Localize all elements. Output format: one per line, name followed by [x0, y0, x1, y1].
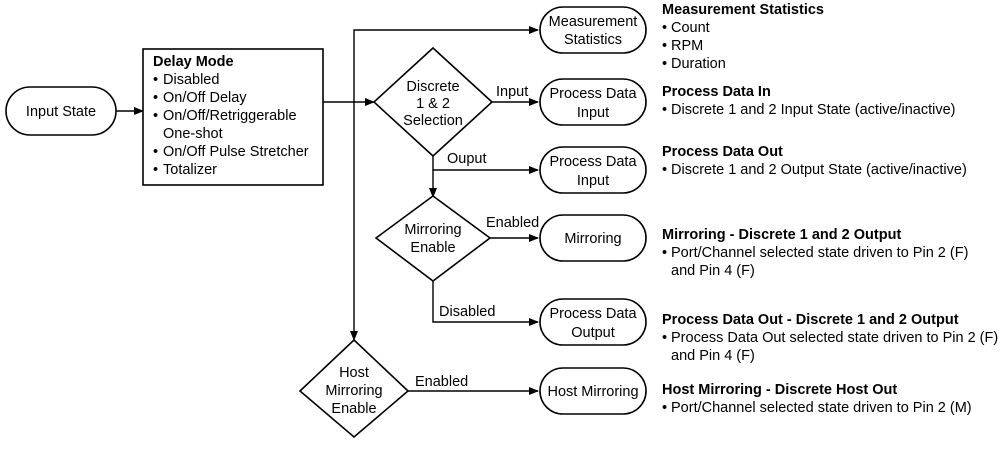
- svg-text:Process Data: Process Data: [549, 86, 637, 102]
- desc-process-data-out-output: Process Data Out - Discrete 1 and 2 Outp…: [662, 311, 998, 365]
- svg-text:Process Data: Process Data: [549, 306, 637, 322]
- node-process-data-input-1: Process Data Input: [539, 78, 647, 126]
- delay-mode-content: Delay Mode Disabled On/Off Delay On/Off/…: [153, 53, 323, 179]
- delay-mode-list: Disabled On/Off Delay On/Off/Retriggerab…: [153, 71, 323, 179]
- desc-mirroring: Mirroring - Discrete 1 and 2 Output Port…: [662, 226, 968, 280]
- svg-text:Input: Input: [577, 105, 609, 121]
- desc-host-mirroring: Host Mirroring - Discrete Host Out Port/…: [662, 381, 972, 417]
- desc-title: Measurement Statistics: [662, 2, 824, 18]
- desc-title: Host Mirroring - Discrete Host Out: [662, 382, 898, 398]
- svg-text:Enable: Enable: [331, 401, 376, 417]
- node-mirroring-enable: Mirroring Enable: [374, 195, 492, 283]
- desc-title: Process Data In: [662, 84, 771, 100]
- svg-text:Selection: Selection: [403, 113, 463, 129]
- desc-title: Process Data Out - Discrete 1 and 2 Outp…: [662, 312, 959, 328]
- desc-item: Port/Channel selected state driven to Pi…: [662, 399, 972, 417]
- desc-list: Port/Channel selected state driven to Pi…: [662, 244, 968, 280]
- edge-label-ouput: Ouput: [447, 151, 487, 167]
- desc-item-continuation: and Pin 4 (F): [671, 263, 755, 279]
- desc-list: Discrete 1 and 2 Output State (active/in…: [662, 161, 967, 179]
- node-measurement-statistics: Measurement Statistics: [539, 6, 647, 54]
- edge-trunk-to-measurement: [353, 26, 539, 102]
- desc-title: Process Data Out: [662, 144, 783, 160]
- edge-label-enabled: Enabled: [486, 215, 539, 231]
- desc-item: Count: [662, 19, 824, 37]
- svg-text:Statistics: Statistics: [564, 32, 622, 48]
- svg-text:Input: Input: [577, 173, 609, 189]
- desc-measurement-statistics: Measurement Statistics Count RPM Duratio…: [662, 1, 824, 73]
- node-process-data-output: Process Data Output: [539, 298, 647, 346]
- node-input-state: Input State: [5, 86, 117, 136]
- node-process-data-input-2: Process Data Input: [539, 146, 647, 194]
- desc-item: Discrete 1 and 2 Input State (active/ina…: [662, 101, 956, 119]
- edge-label-disabled: Disabled: [439, 304, 495, 320]
- node-mirroring: Mirroring: [539, 214, 647, 262]
- desc-item: Duration: [662, 55, 824, 73]
- svg-text:Input State: Input State: [26, 104, 96, 120]
- desc-item-continuation: and Pin 4 (F): [671, 348, 755, 364]
- edge-mirroring-enable-to-pdo: [432, 281, 539, 326]
- delay-mode-item-continuation: One-shot: [163, 126, 223, 142]
- desc-list: Process Data Out selected state driven t…: [662, 329, 998, 365]
- node-discrete-selection: Discrete 1 & 2 Selection: [372, 46, 494, 158]
- node-host-mirroring-enable: Host Mirroring Enable: [298, 338, 410, 439]
- delay-mode-item: Totalizer: [153, 161, 323, 179]
- svg-text:Mirroring: Mirroring: [404, 222, 461, 238]
- desc-list: Port/Channel selected state driven to Pi…: [662, 399, 972, 417]
- svg-text:Process Data: Process Data: [549, 154, 637, 170]
- desc-item: Process Data Out selected state driven t…: [662, 329, 998, 347]
- svg-text:Output: Output: [571, 325, 615, 341]
- svg-text:Host Mirroring: Host Mirroring: [547, 384, 638, 400]
- desc-title: Mirroring - Discrete 1 and 2 Output: [662, 227, 902, 243]
- node-host-mirroring: Host Mirroring: [539, 367, 647, 415]
- svg-text:Mirroring: Mirroring: [325, 383, 382, 399]
- connectors: [116, 26, 539, 395]
- desc-item: RPM: [662, 37, 824, 55]
- svg-text:Measurement: Measurement: [549, 14, 638, 30]
- delay-mode-item: Disabled: [153, 71, 323, 89]
- delay-mode-title: Delay Mode: [153, 54, 234, 70]
- desc-list: Count RPM Duration: [662, 19, 824, 73]
- svg-text:Mirroring: Mirroring: [564, 231, 621, 247]
- desc-process-data-in: Process Data In Discrete 1 and 2 Input S…: [662, 83, 956, 119]
- svg-text:Host: Host: [339, 365, 369, 381]
- delay-mode-item: On/Off Pulse Stretcher: [153, 143, 323, 161]
- desc-list: Discrete 1 and 2 Input State (active/ina…: [662, 101, 956, 119]
- desc-process-data-out: Process Data Out Discrete 1 and 2 Output…: [662, 143, 967, 179]
- svg-text:Discrete: Discrete: [406, 79, 459, 95]
- delay-mode-item: On/Off/Retriggerable: [153, 107, 323, 125]
- desc-item: Port/Channel selected state driven to Pi…: [662, 244, 968, 262]
- svg-text:Enable: Enable: [410, 240, 455, 256]
- edge-label-host-enabled: Enabled: [415, 374, 468, 390]
- delay-mode-item: On/Off Delay: [153, 89, 323, 107]
- svg-text:1 & 2: 1 & 2: [416, 96, 450, 112]
- desc-item: Discrete 1 and 2 Output State (active/in…: [662, 161, 967, 179]
- edge-label-input: Input: [496, 84, 528, 100]
